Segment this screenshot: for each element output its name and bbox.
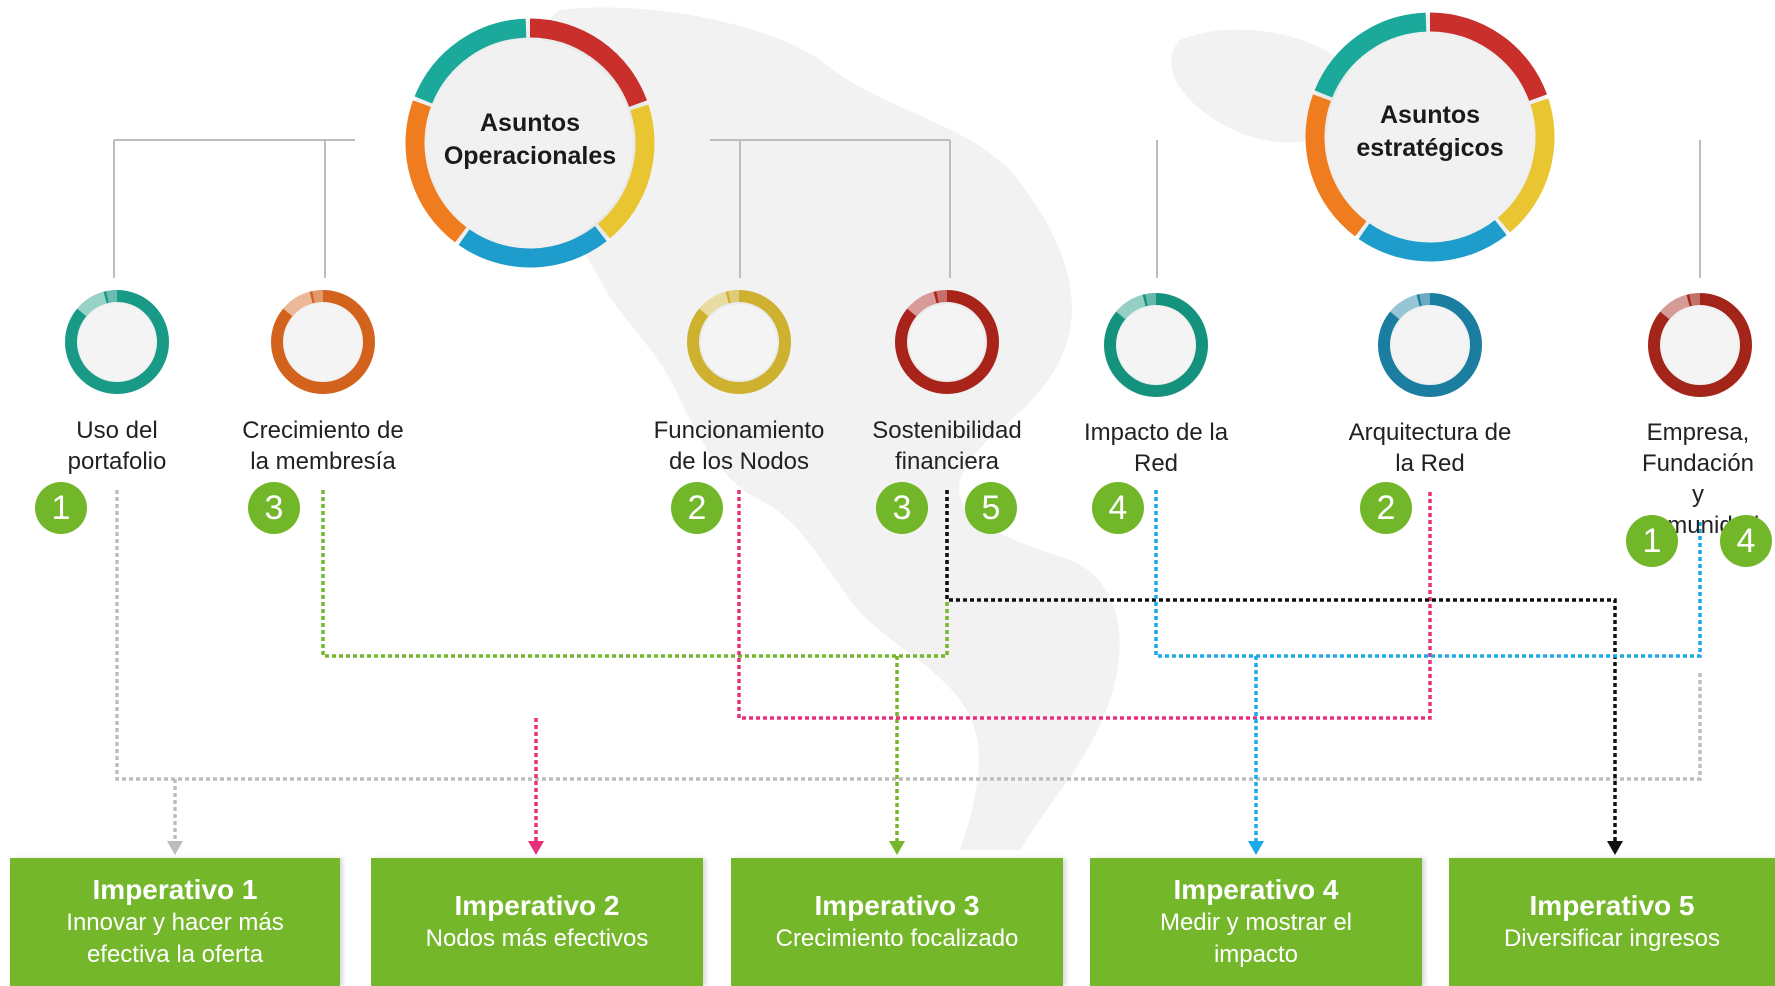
topic-ring-impacto [1104,293,1208,397]
badge-empresa-1: 1 [1626,515,1678,567]
big-ring-segment [597,104,655,239]
badge-uso-1: 1 [35,482,87,534]
arrow-head-2 [528,841,544,855]
flow-pink [534,490,1432,843]
imperativo-5-box: Imperativo 5 Diversificar ingresos [1449,858,1775,986]
badge-sostenibilidad-5: 5 [965,482,1017,534]
flow-green [321,490,949,843]
big-circle-title-operacionales: Asuntos Operacionales [443,109,617,170]
big-ring-operacionales [405,18,655,268]
imperativo-5-desc: Diversificar ingresos [1503,925,1721,952]
imperativo-4-title: Imperativo 4 [1173,874,1339,905]
imperativo-2-title: Imperativo 2 [454,890,620,921]
topic-ring-funcionamiento [687,290,791,394]
topic-label-arquitectura: Arquitectura de la Red [1348,419,1512,477]
imperativo-1-box: Imperativo 1 Innovar y hacer más efectiv… [10,858,340,986]
flow-black [945,490,1617,843]
big-rings [405,12,1555,268]
imperativo-3-desc: Crecimiento focalizado [775,925,1019,952]
imperativo-2-box: Imperativo 2 Nodos más efectivos [371,858,703,986]
flow-lines [115,490,1702,843]
imperativo-2-desc: Nodos más efectivos [425,925,649,952]
big-ring-segment [458,226,607,268]
small-rings [65,290,1752,397]
arrow-heads [167,841,1623,855]
big-ring-segment [1497,98,1555,233]
imperativo-3-title: Imperativo 3 [814,890,980,921]
big-circle-title-estrategicos: Asuntos estratégicos [1356,101,1504,162]
badge-empresa-4: 4 [1720,515,1772,567]
imperativo-1-desc: Innovar y hacer más efectiva la oferta [66,909,284,968]
arrow-head-3 [889,841,905,855]
imperativo-3-box: Imperativo 3 Crecimiento focalizado [731,858,1063,986]
big-ring-segment [1314,12,1427,98]
topic-ring-uso [65,290,169,394]
world-map-background [538,7,1120,850]
badge-funcionamiento-2: 2 [671,482,723,534]
badge-impacto-4: 4 [1092,482,1144,534]
imperativo-1-title: Imperativo 1 [92,874,258,905]
topic-ring-crecimiento [271,290,375,394]
big-ring-estrategicos [1305,12,1555,262]
topic-label-sostenibilidad: Sostenibilidad financiera [872,417,1022,475]
imperativo-5-title: Imperativo 5 [1529,890,1695,921]
big-ring-segment [405,100,467,243]
flow-blue [1154,490,1702,843]
arrow-head-5 [1607,841,1623,855]
big-ring-segment [1429,12,1547,102]
top-connectors [113,139,1701,278]
topic-label-crecimiento: Crecimiento de la membresía [242,417,404,475]
flow-gray [115,490,1702,843]
badge-sostenibilidad-3: 3 [876,482,928,534]
imperativo-4-box: Imperativo 4 Medir y mostrar el impacto [1090,858,1422,986]
big-ring-segment [1305,94,1367,237]
arrow-head-1 [167,841,183,855]
big-ring-segment [1358,220,1507,262]
big-ring-segment [529,18,647,108]
badge-crecimiento-3: 3 [248,482,300,534]
topic-ring-arquitectura [1378,293,1482,397]
topic-label-impacto: Impacto de la Red [1083,419,1229,477]
topic-label-funcionamiento: Funcionamiento de los Nodos [653,417,825,475]
big-ring-segment [414,18,527,104]
imperativo-4-desc: Medir y mostrar el impacto [1159,909,1353,968]
topic-ring-sostenibilidad [895,290,999,394]
badge-arquitectura-2: 2 [1360,482,1412,534]
arrow-head-4 [1248,841,1264,855]
topic-ring-empresa [1648,293,1752,397]
topic-label-uso: Uso del portafolio [67,417,167,475]
